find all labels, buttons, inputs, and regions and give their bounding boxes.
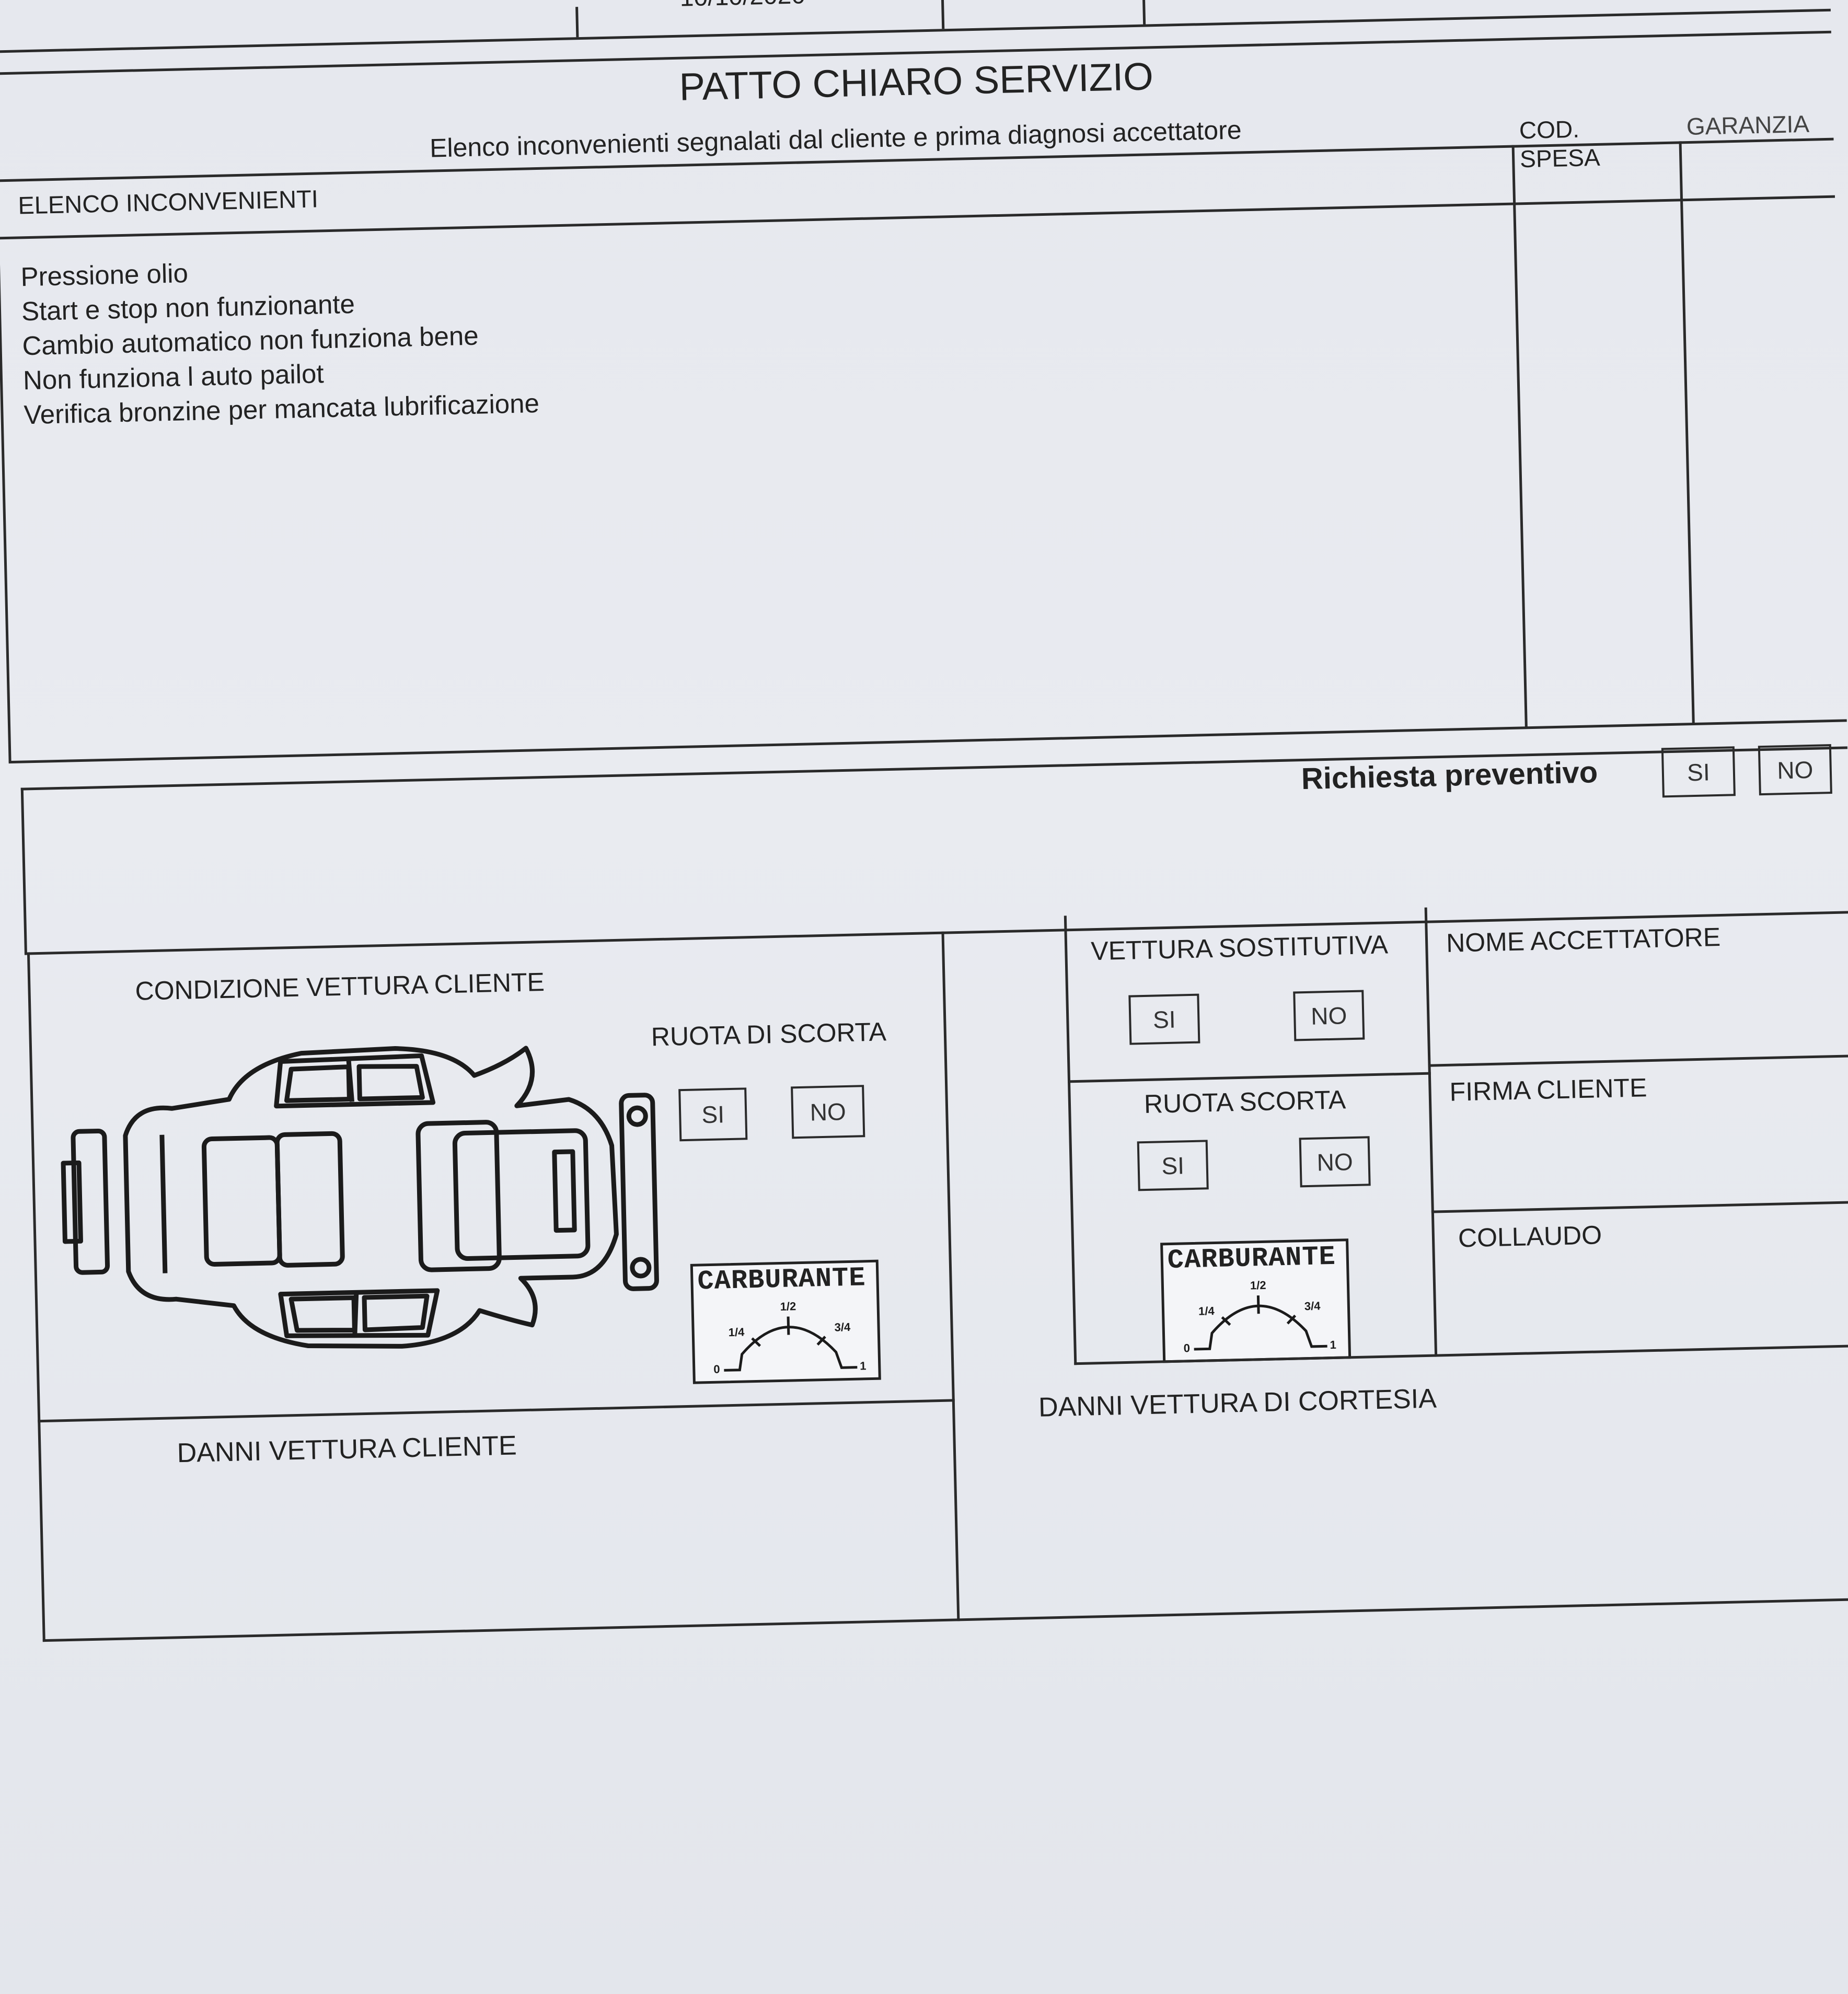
courtesy-car-title: VETTURA SOSTITUTIVA	[1090, 930, 1389, 966]
courtesy-spare-no-checkbox[interactable]: NO	[1299, 1136, 1371, 1188]
warranty-col-divider	[1679, 141, 1695, 724]
lower-frame-left	[27, 952, 45, 1642]
customer-signature-label: FIRMA CLIENTE	[1449, 1073, 1648, 1107]
fuel-mark-3-4: 3/4	[834, 1320, 851, 1334]
courtesy-fuel-mark-3-4: 3/4	[1304, 1299, 1321, 1313]
courtesy-car-no-checkbox[interactable]: NO	[1293, 990, 1365, 1041]
acceptor-name-label: NOME ACCETTATORE	[1446, 922, 1721, 958]
spare-wheel-no-checkbox[interactable]: NO	[791, 1085, 865, 1139]
car-diagram-icon	[61, 1046, 659, 1349]
code-col-divider	[1511, 145, 1528, 728]
quote-yes-checkbox[interactable]: SI	[1661, 746, 1736, 798]
spare-wheel-yes-checkbox[interactable]: SI	[678, 1087, 748, 1142]
road-test-label: COLLAUDO	[1458, 1220, 1602, 1253]
top-cell-divider	[1142, 0, 1146, 25]
warranty-column-header: GARANZIA	[1686, 110, 1810, 141]
signature-divider	[1431, 1201, 1848, 1213]
courtesy-car-damages-label: DANNI VETTURA DI CORTESIA	[1038, 1383, 1437, 1423]
courtesy-car-yes-checkbox[interactable]: SI	[1128, 993, 1200, 1045]
fuel-gauge: CARBURANTE 0 1/4 1/2 3/4 1	[690, 1259, 881, 1384]
courtesy-spare-wheel-label: RUOTA SCORTA	[1144, 1085, 1346, 1119]
quote-request-label: Richiesta preventivo	[1301, 755, 1598, 796]
customer-car-damages-label: DANNI VETTURA CLIENTE	[177, 1430, 517, 1469]
top-divider	[0, 8, 1831, 53]
fuel-mark-1: 1	[860, 1359, 867, 1372]
top-cell-divider	[941, 0, 945, 29]
condition-title: CONDIZIONE VETTURA CLIENTE	[134, 967, 545, 1006]
damages-bottom	[42, 1597, 1848, 1642]
courtesy-fuel-mark-1-2: 1/2	[1250, 1279, 1266, 1292]
spare-wheel-label: RUOTA DI SCORTA	[651, 1017, 887, 1052]
courtesy-fuel-mark-1: 1	[1330, 1338, 1336, 1351]
courtesy-spare-yes-checkbox[interactable]: SI	[1137, 1140, 1209, 1191]
quote-band-left	[20, 787, 28, 955]
courtesy-divider	[1067, 1072, 1431, 1083]
courtesy-col-right	[1424, 907, 1438, 1357]
code-column-header-line2: SPESA	[1519, 143, 1601, 173]
fuel-mark-0: 0	[713, 1363, 720, 1376]
acceptor-divider	[1428, 1054, 1848, 1067]
courtesy-fuel-mark-1-4: 1/4	[1198, 1304, 1215, 1318]
quote-no-checkbox[interactable]: NO	[1758, 744, 1832, 796]
fuel-gauge-dial-icon: 0 1/4 1/2 3/4 1	[713, 1300, 867, 1376]
courtesy-fuel-mark-0: 0	[1183, 1341, 1190, 1354]
condition-col-divider	[941, 931, 960, 1621]
courtesy-fuel-gauge-dial-icon: 0 1/4 1/2 3/4 1	[1183, 1279, 1336, 1355]
top-cell-divider	[575, 7, 579, 38]
form-title: PATTO CHIARO SERVIZIO	[678, 54, 1154, 109]
fuel-mark-1-4: 1/4	[728, 1326, 745, 1339]
courtesy-col-left	[1064, 915, 1077, 1365]
service-form-sheet: 10/10/2020 PATTO CHIARO SERVIZIO Elenco …	[0, 0, 1848, 1642]
frame-left	[0, 72, 11, 762]
issues-list: Pressione olio Start e stop non funziona…	[20, 248, 540, 432]
date-fragment: 10/10/2020	[679, 0, 805, 13]
damages-top	[38, 1399, 955, 1423]
fuel-mark-1-2: 1/2	[780, 1300, 796, 1313]
code-column-header-line1: COD.	[1519, 115, 1580, 144]
courtesy-fuel-gauge: CARBURANTE 0 1/4 1/2 3/4 1	[1160, 1238, 1352, 1363]
issues-column-header: ELENCO INCONVENIENTI	[17, 184, 319, 219]
